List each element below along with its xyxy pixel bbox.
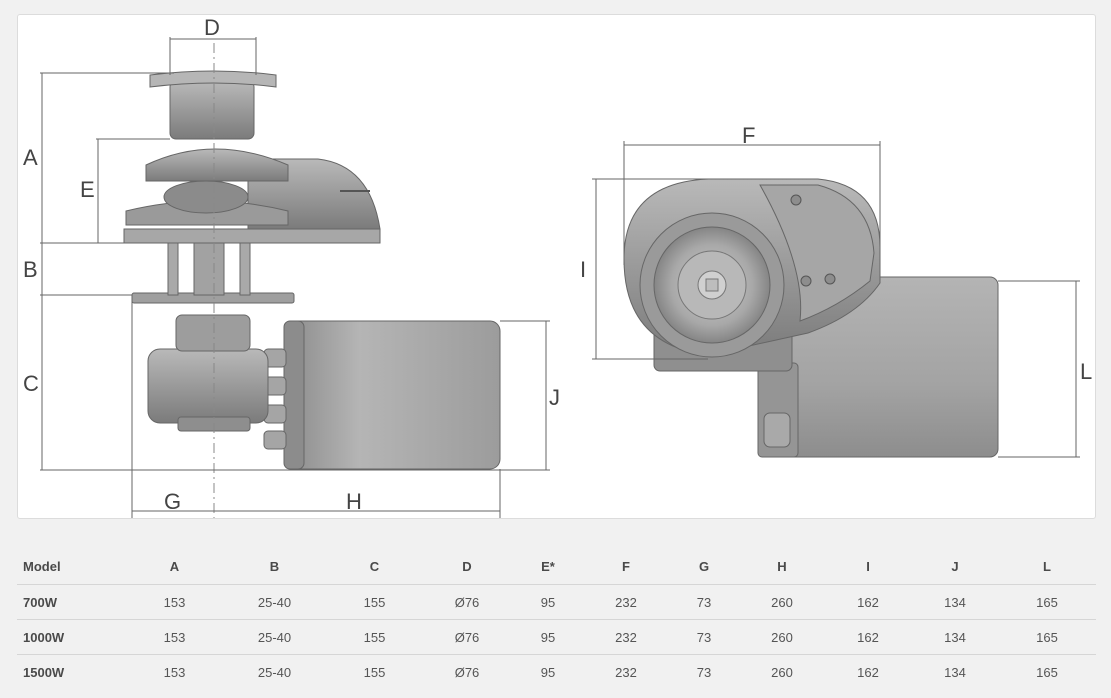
cell-i: 162 [824,619,912,655]
header-h: H [740,548,824,585]
cell-l: 165 [998,619,1096,655]
dim-label-i: I [580,257,586,282]
cell-b: 25-40 [222,584,327,620]
dim-label-j: J [549,385,560,410]
table-row: 1000W 153 25-40 155 Ø76 95 232 73 260 16… [17,619,1096,655]
windlass-dimension-diagram: D A E B C J G H [17,14,1096,519]
cell-i: 162 [824,584,912,620]
diagram-svg: D A E B C J G H [23,15,1092,518]
cell-d: Ø76 [454,664,480,680]
table-header-row: Model A B C D E* F G H I J L [17,548,1096,585]
cell-f: 232 [584,619,668,655]
header-a: A [127,548,222,585]
dim-label-d: D [204,15,220,40]
cell-j: 134 [912,619,998,655]
cell-i: 162 [857,664,879,680]
cell-a: 153 [163,664,186,680]
table-row: 700W 153 25-40 155 Ø76 95 232 73 260 162… [17,584,1096,620]
dim-label-e: E [80,177,95,202]
windlass-front-view [123,43,501,518]
cell-e: 95 [512,584,584,620]
dim-label-g: G [164,489,181,514]
dim-label-b: B [23,257,38,282]
cell-c: 155 [327,584,422,620]
cell-f: 232 [584,584,668,620]
header-c: C [327,548,422,585]
cell-e: 95 [540,664,556,680]
header-d: D [422,548,512,585]
cell-g: 73 [696,664,712,680]
cell-a: 153 [127,619,222,655]
header-l: L [998,548,1096,585]
windlass-side-view [623,178,999,458]
cell-b: 25-40 [222,619,327,655]
cell-d: Ø76 [422,619,512,655]
cell-j: 134 [944,664,966,680]
cell-c: 155 [363,664,386,680]
cell-h: 260 [771,664,793,680]
cell-model: 700W [17,584,127,620]
table-row: 1500W 153 25-40 155 Ø76 95 232 73 260 16… [17,655,1096,690]
cell-model: 1000W [17,619,127,655]
dim-label-f: F [742,123,755,148]
dimensions-table: Model A B C D E* F G H I J L 700W 153 25… [17,548,1096,689]
cell-g: 73 [668,619,740,655]
dim-label-h: H [346,489,362,514]
cell-d: Ø76 [422,584,512,620]
header-e: E* [512,548,584,585]
header-j: J [912,548,998,585]
cell-e: 95 [512,619,584,655]
cell-l: 165 [1036,664,1058,680]
cell-h: 260 [740,584,824,620]
header-f: F [584,548,668,585]
cell-model: 1500W [23,664,65,680]
dim-label-l: L [1080,359,1092,384]
front-view-dimensions [40,37,550,518]
cell-f: 232 [615,664,637,680]
cell-g: 73 [668,584,740,620]
cell-a: 153 [127,584,222,620]
dim-label-a: A [23,145,38,170]
header-g: G [668,548,740,585]
dim-label-c: C [23,371,39,396]
cell-l: 165 [998,584,1096,620]
side-view-dimensions [592,141,1080,458]
cell-h: 260 [740,619,824,655]
cell-c: 155 [327,619,422,655]
header-i: I [824,548,912,585]
header-b: B [222,548,327,585]
cell-j: 134 [912,584,998,620]
cell-b: 25-40 [257,664,292,680]
header-model: Model [17,548,127,585]
